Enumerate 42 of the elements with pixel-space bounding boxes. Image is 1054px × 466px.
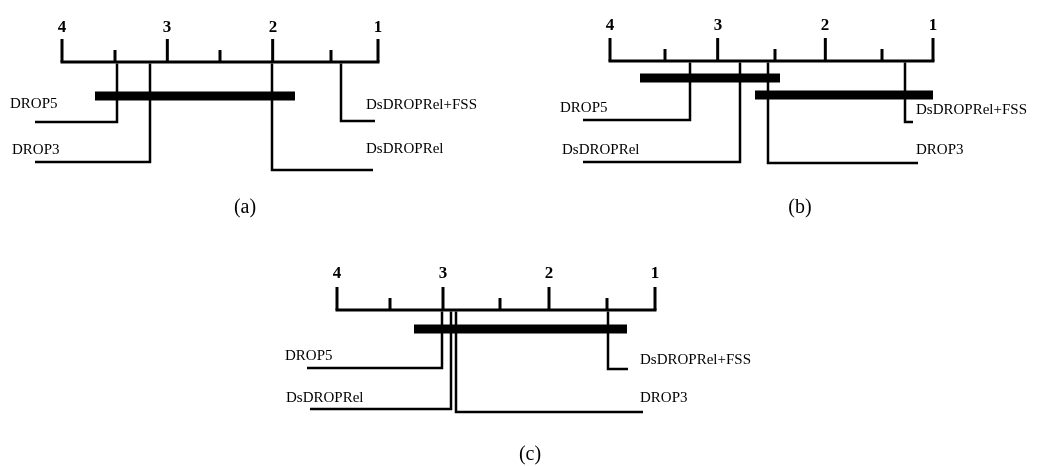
method-label: DsDROPRel [562,140,640,158]
axis-scale [608,38,935,63]
method-label: DROP3 [916,140,964,158]
leader-line [35,63,119,124]
panel-caption: (b) [788,196,812,216]
leader-line [310,311,453,411]
tick-label: 2 [820,15,830,33]
panel-caption: (a) [233,196,257,216]
tick-label: 3 [162,17,172,35]
leader-line [903,62,913,124]
leader-line [339,63,375,123]
tick-label: 3 [438,263,448,281]
axis-scale [60,39,380,64]
method-label: DROP5 [560,98,608,116]
leader-line [454,311,643,414]
leader-line [606,311,628,371]
leader-line [583,62,742,164]
method-label: DROP3 [12,140,60,158]
leader-line [766,62,918,165]
panel-caption: (c) [518,443,542,463]
tick-label: 2 [268,17,278,35]
method-label: DROP5 [10,94,58,112]
tick-label: 4 [57,17,67,35]
tick-label: 1 [650,263,660,281]
tick-label: 3 [713,15,723,33]
tick-label: 4 [332,263,342,281]
leader-line [307,311,444,370]
tick-label: 1 [373,17,383,35]
method-label: DsDROPRel [366,139,444,157]
method-label: DsDROPRel [286,388,364,406]
method-label: DsDROPRel+FSS [366,95,477,113]
axis-scale [335,287,657,312]
tick-label: 2 [544,263,554,281]
method-label: DROP3 [640,388,688,406]
method-label: DsDROPRel+FSS [640,350,751,368]
tick-label: 1 [928,15,938,33]
method-label: DsDROPRel+FSS [916,100,1027,118]
leader-line [583,62,692,122]
leader-line [270,63,373,172]
method-label: DROP5 [285,346,333,364]
tick-label: 4 [605,15,615,33]
leader-line [35,63,152,164]
